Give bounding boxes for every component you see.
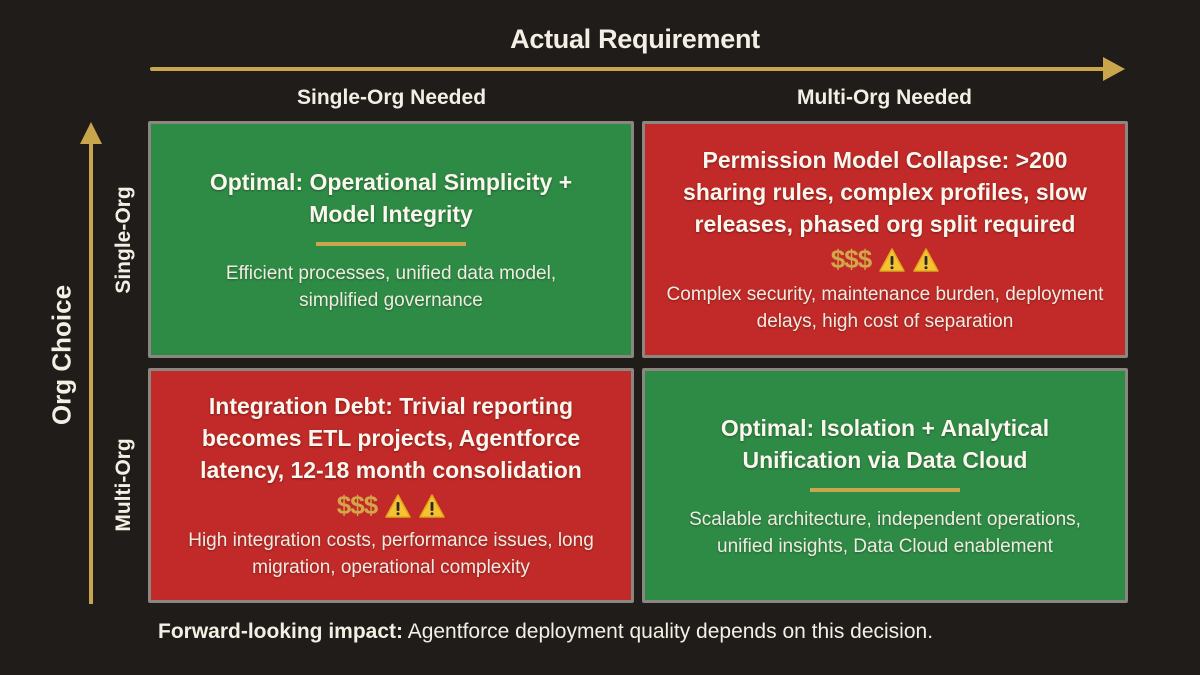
- footer-note: Forward-looking impact: Agentforce deplo…: [158, 620, 933, 644]
- quadrant-description: High integration costs, performance issu…: [188, 530, 594, 578]
- warning-icon: [879, 247, 905, 272]
- footer-label: Forward-looking impact:: [158, 620, 404, 643]
- cost-indicator: $$$: [336, 490, 378, 520]
- y-axis-title: Org Choice: [46, 284, 77, 426]
- quadrant-title: Integration Debt: Trivial reporting beco…: [200, 393, 582, 483]
- warning-icon: [913, 247, 939, 272]
- arrow-up-icon: [80, 122, 102, 144]
- x-axis-title: Actual Requirement: [510, 24, 760, 54]
- horizontal-arrow: [150, 57, 1125, 81]
- column-label-multi-org: Multi-Org Needed: [796, 86, 972, 109]
- quadrant-multi-multi: Optimal: Isolation + Analytical Unificat…: [642, 368, 1128, 603]
- quadrant-single-multi: Permission Model Collapse: >200 sharing …: [642, 121, 1128, 358]
- risk-indicators: $$$: [831, 244, 939, 275]
- quadrant-title: Optimal: Isolation + Analytical Unificat…: [720, 414, 1050, 473]
- column-label-single-org: Single-Org Needed: [296, 86, 487, 109]
- cost-indicator: $$$: [830, 244, 872, 274]
- risk-indicators: $$$: [337, 490, 445, 521]
- quadrant-title: Permission Model Collapse: >200 sharing …: [683, 147, 1087, 237]
- quadrant-title: Optimal: Operational Simplicity + Model …: [209, 168, 573, 227]
- row-label-multi-org: Multi-Org: [112, 438, 135, 532]
- gold-divider: [810, 487, 960, 492]
- quadrant-single-single: Optimal: Operational Simplicity + Model …: [148, 121, 634, 358]
- quadrant-description: Complex security, maintenance burden, de…: [666, 284, 1104, 332]
- arrow-right-icon: [1103, 57, 1125, 81]
- quadrant-multi-single: Integration Debt: Trivial reporting beco…: [148, 368, 634, 603]
- quadrant-description: Scalable architecture, independent opera…: [689, 508, 1081, 557]
- gold-divider: [316, 241, 466, 246]
- quadrant-description: Efficient processes, unified data model,…: [225, 262, 557, 311]
- warning-icon: [419, 493, 445, 518]
- warning-icon: [385, 493, 411, 518]
- row-label-single-org: Single-Org: [112, 186, 135, 294]
- footer-text: Agentforce deployment quality depends on…: [403, 620, 934, 643]
- vertical-arrow: [80, 122, 102, 604]
